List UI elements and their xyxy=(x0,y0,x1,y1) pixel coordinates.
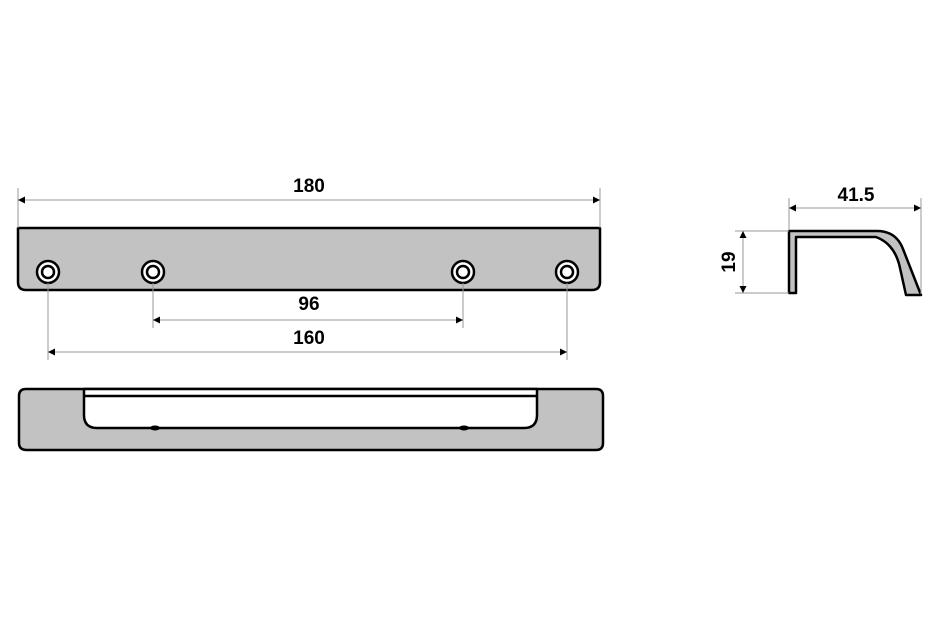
handle-profile xyxy=(787,229,923,297)
dimension-label-180: 180 xyxy=(293,176,325,197)
dimension-label-19: 19 xyxy=(719,251,740,272)
mounting-hole xyxy=(35,259,61,285)
dimension-depth: 41.5 xyxy=(788,185,922,294)
mounting-hole xyxy=(450,259,476,285)
side-view: 41.5 19 xyxy=(719,185,923,297)
dimension-overall-length: 180 xyxy=(17,176,601,228)
dimension-label-41-5: 41.5 xyxy=(838,185,875,206)
dimension-label-160: 160 xyxy=(293,328,325,349)
dimension-hole-spacing-160: 160 xyxy=(47,283,568,360)
mounting-hole xyxy=(554,259,580,285)
finger-grip-recess xyxy=(82,387,539,430)
dimension-label-96: 96 xyxy=(298,294,319,315)
screw-boss xyxy=(459,425,469,431)
dimension-height: 19 xyxy=(719,230,789,294)
dimension-hole-spacing-96: 96 xyxy=(152,283,464,328)
mounting-holes xyxy=(35,259,580,285)
front-view: 180 96 160 xyxy=(16,176,602,360)
handle-front-body xyxy=(16,226,602,292)
bottom-view xyxy=(17,387,605,452)
screw-boss xyxy=(150,425,160,431)
mounting-hole xyxy=(140,259,166,285)
